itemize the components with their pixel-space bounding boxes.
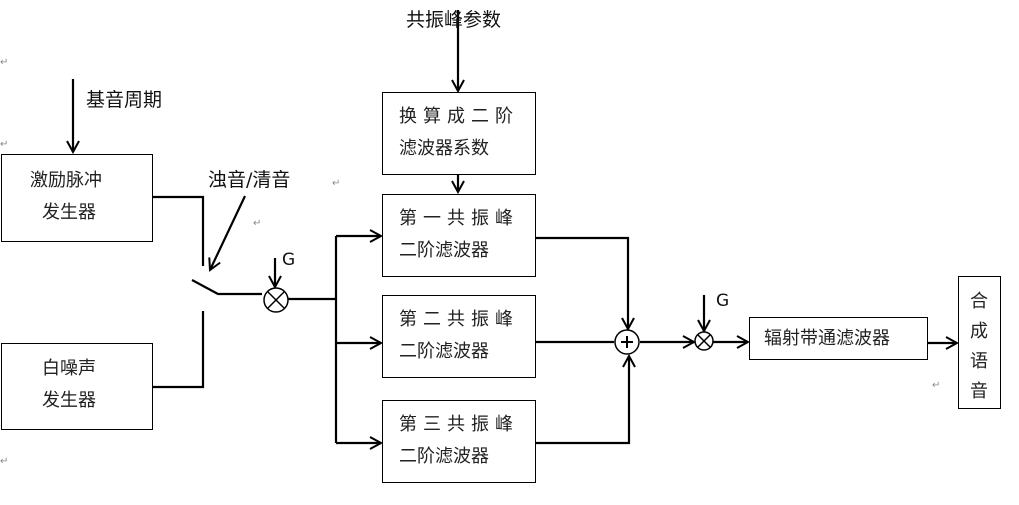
pulse-generator-line1: 激励脉冲 — [30, 170, 102, 191]
formant-filter-3-line2: 二阶滤波器 — [399, 446, 489, 467]
multiplier-2 — [694, 331, 714, 351]
multiplier-1 — [263, 287, 289, 313]
formant-filter-2-line1: 第二共振峰 — [399, 309, 519, 330]
formant-filter-1-line1: 第一共振峰 — [399, 208, 519, 229]
radiation-filter-label: 辐射带通滤波器 — [764, 328, 890, 349]
filter1-to-sum-arrow — [536, 236, 628, 329]
formant-filter-1-block: 第一共振峰 二阶滤波器 — [382, 194, 536, 277]
paragraph-mark: ↵ — [332, 178, 341, 189]
output-char-3: 语 — [970, 351, 988, 372]
pitch-period-label: 基音周期 — [86, 89, 163, 111]
formant-filter-1-line2: 二阶滤波器 — [399, 240, 489, 261]
noise-generator-block: 白噪声 发生器 — [1, 343, 153, 430]
gain-2-label: G — [716, 291, 730, 311]
formant-filter-3-line1: 第三共振峰 — [399, 414, 519, 435]
filter3-to-sum-arrow — [536, 356, 629, 445]
formant-filter-2-block: 第二共振峰 二阶滤波器 — [382, 295, 536, 378]
noise-to-switch-wire — [153, 311, 205, 389]
noise-generator-line2: 发生器 — [42, 390, 96, 411]
coef-converter-line2: 滤波器系数 — [399, 138, 489, 159]
paragraph-mark: ↵ — [0, 57, 9, 68]
formant-filter-3-block: 第三共振峰 二阶滤波器 — [382, 400, 536, 483]
voiced-unvoiced-label: 浊音/清音 — [208, 169, 291, 191]
paragraph-mark: ↵ — [0, 456, 9, 467]
output-char-1: 合 — [970, 291, 988, 312]
formant-params-label: 共振峰参数 — [406, 9, 502, 31]
voiced-unvoiced-arrow — [210, 195, 246, 270]
synthesized-speech-output-block: 合 成 语 音 — [958, 276, 1001, 409]
paragraph-mark: ↵ — [0, 139, 9, 150]
radiation-bandpass-filter-block: 辐射带通滤波器 — [749, 317, 928, 360]
paragraph-mark: ↵ — [253, 218, 262, 229]
coef-converter-line1: 换算成二阶 — [399, 106, 519, 127]
pulse-generator-line2: 发生器 — [42, 202, 96, 223]
summation-node — [614, 329, 640, 355]
output-char-2: 成 — [970, 321, 988, 342]
paragraph-mark: ↵ — [932, 380, 941, 391]
coefficient-converter-block: 换算成二阶 滤波器系数 — [382, 92, 536, 175]
formant-filter-2-line2: 二阶滤波器 — [399, 341, 489, 362]
switch-blade — [191, 279, 262, 296]
output-char-4: 音 — [970, 381, 988, 402]
gain-1-label: G — [282, 250, 296, 270]
noise-generator-line1: 白噪声 — [42, 358, 96, 379]
pulse-to-switch-wire — [153, 195, 205, 266]
pulse-generator-block: 激励脉冲 发生器 — [1, 154, 153, 242]
